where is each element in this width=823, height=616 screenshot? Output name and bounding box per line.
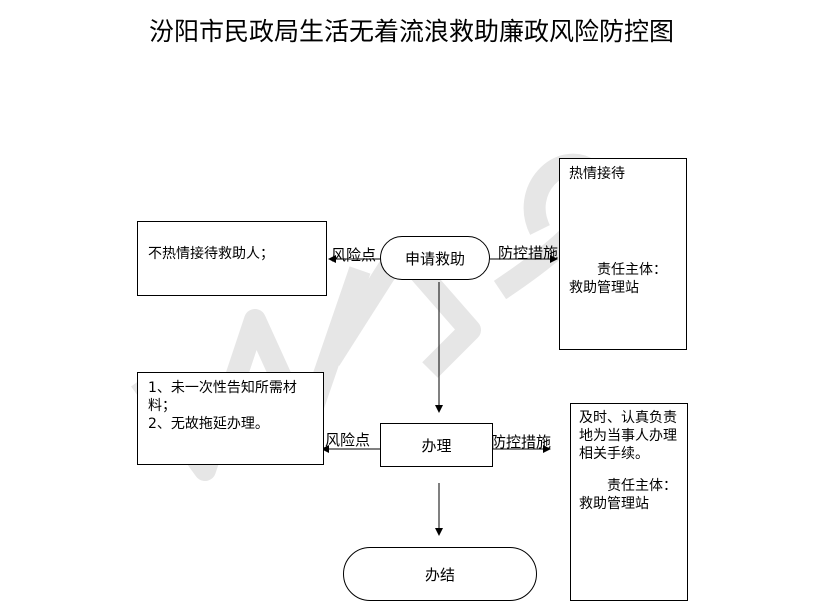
control-label-apply: 防控措施 xyxy=(498,244,559,262)
risk-label-handle: 风险点 xyxy=(325,431,371,449)
node-handle: 办理 xyxy=(380,423,493,467)
risk-text-handle: 1、未一次性告知所需材料； 2、无故拖延办理。 xyxy=(148,380,297,432)
risk-label-apply: 风险点 xyxy=(331,246,377,264)
control-box-handle: 及时、认真负责地为当事人办理相关手续。 责任主体： 救助管理站 xyxy=(570,403,688,601)
node-finish: 办结 xyxy=(343,547,537,601)
control-owner-handle: 责任主体： 救助管理站 xyxy=(579,478,677,512)
node-apply: 申请救助 xyxy=(380,236,490,280)
node-handle-label: 办理 xyxy=(421,436,452,455)
control-label-handle: 防控措施 xyxy=(491,433,552,451)
control-owner-apply: 责任主体： 救助管理站 xyxy=(569,262,667,296)
control-text-handle: 及时、认真负责地为当事人办理相关手续。 xyxy=(579,410,677,462)
control-text-apply: 热情接待 xyxy=(569,166,625,182)
risk-box-apply: 不热情接待救助人； xyxy=(137,221,327,296)
node-finish-label: 办结 xyxy=(424,565,455,584)
node-apply-label: 申请救助 xyxy=(404,249,465,268)
risk-box-handle: 1、未一次性告知所需材料； 2、无故拖延办理。 xyxy=(137,372,324,465)
diagram-title: 汾阳市民政局生活无着流浪救助廉政风险防控图 xyxy=(148,17,674,46)
risk-text-apply: 不热情接待救助人； xyxy=(148,246,274,262)
control-box-apply: 热情接待 责任主体： 救助管理站 xyxy=(559,158,687,350)
